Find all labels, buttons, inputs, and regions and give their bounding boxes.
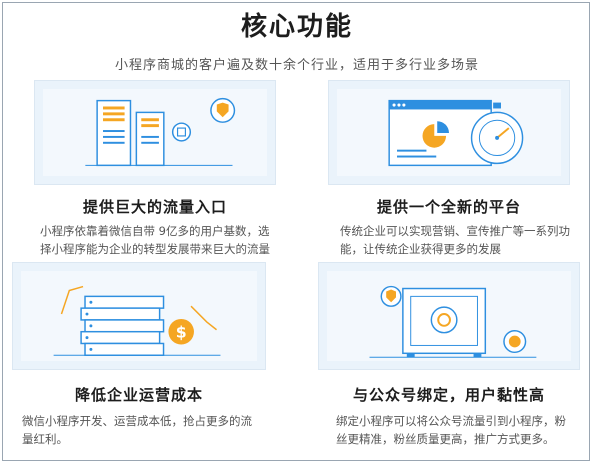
feature-desc-cost: 微信小程序开发、运营成本低，抢占更多的流量红利。 xyxy=(22,414,252,446)
server-rack-icon xyxy=(85,99,233,167)
check-badge-icon xyxy=(503,329,527,354)
feature-title-platform: 提供一个全新的平台 xyxy=(376,198,521,216)
safe-icon xyxy=(369,287,537,358)
feature-desc-platform: 传统企业可以实现营销、宣传推广等一系列功能，让传统企业获得更多的发展 xyxy=(340,224,570,256)
feature-desc-traffic: 小程序依靠着微信自带 9亿多的用户基数，选择小程序能为企业的转型发展带来巨大的流… xyxy=(40,224,270,256)
feature-title-cost: 降低企业运营成本 xyxy=(74,386,203,404)
page-frame xyxy=(2,2,590,461)
feature-image-traffic xyxy=(34,80,276,185)
feature-image-cost: $ xyxy=(12,262,266,370)
feature-desc-binding: 绑定小程序可以将公众号流量引到小程序，粉丝更精准，粉丝质量更高，推广方式更多。 xyxy=(336,414,566,446)
feature-title-traffic: 提供巨大的流量入口 xyxy=(82,198,227,216)
dollar-coin-icon: $ xyxy=(168,318,194,345)
feature-image-platform xyxy=(328,80,570,185)
page-title: 核心功能 xyxy=(240,12,353,42)
stopwatch-icon xyxy=(470,102,524,165)
svg-text:$: $ xyxy=(176,323,187,342)
page-subtitle: 小程序商城的客户遍及数十余个行业，适用于多行业多场景 xyxy=(114,58,479,73)
shield-icon xyxy=(210,97,236,123)
feature-title-binding: 与公众号绑定，用户黏性高 xyxy=(352,386,545,404)
coin-stack-icon xyxy=(53,285,221,356)
feature-image-binding xyxy=(318,262,580,370)
shield-icon-small xyxy=(380,285,402,307)
